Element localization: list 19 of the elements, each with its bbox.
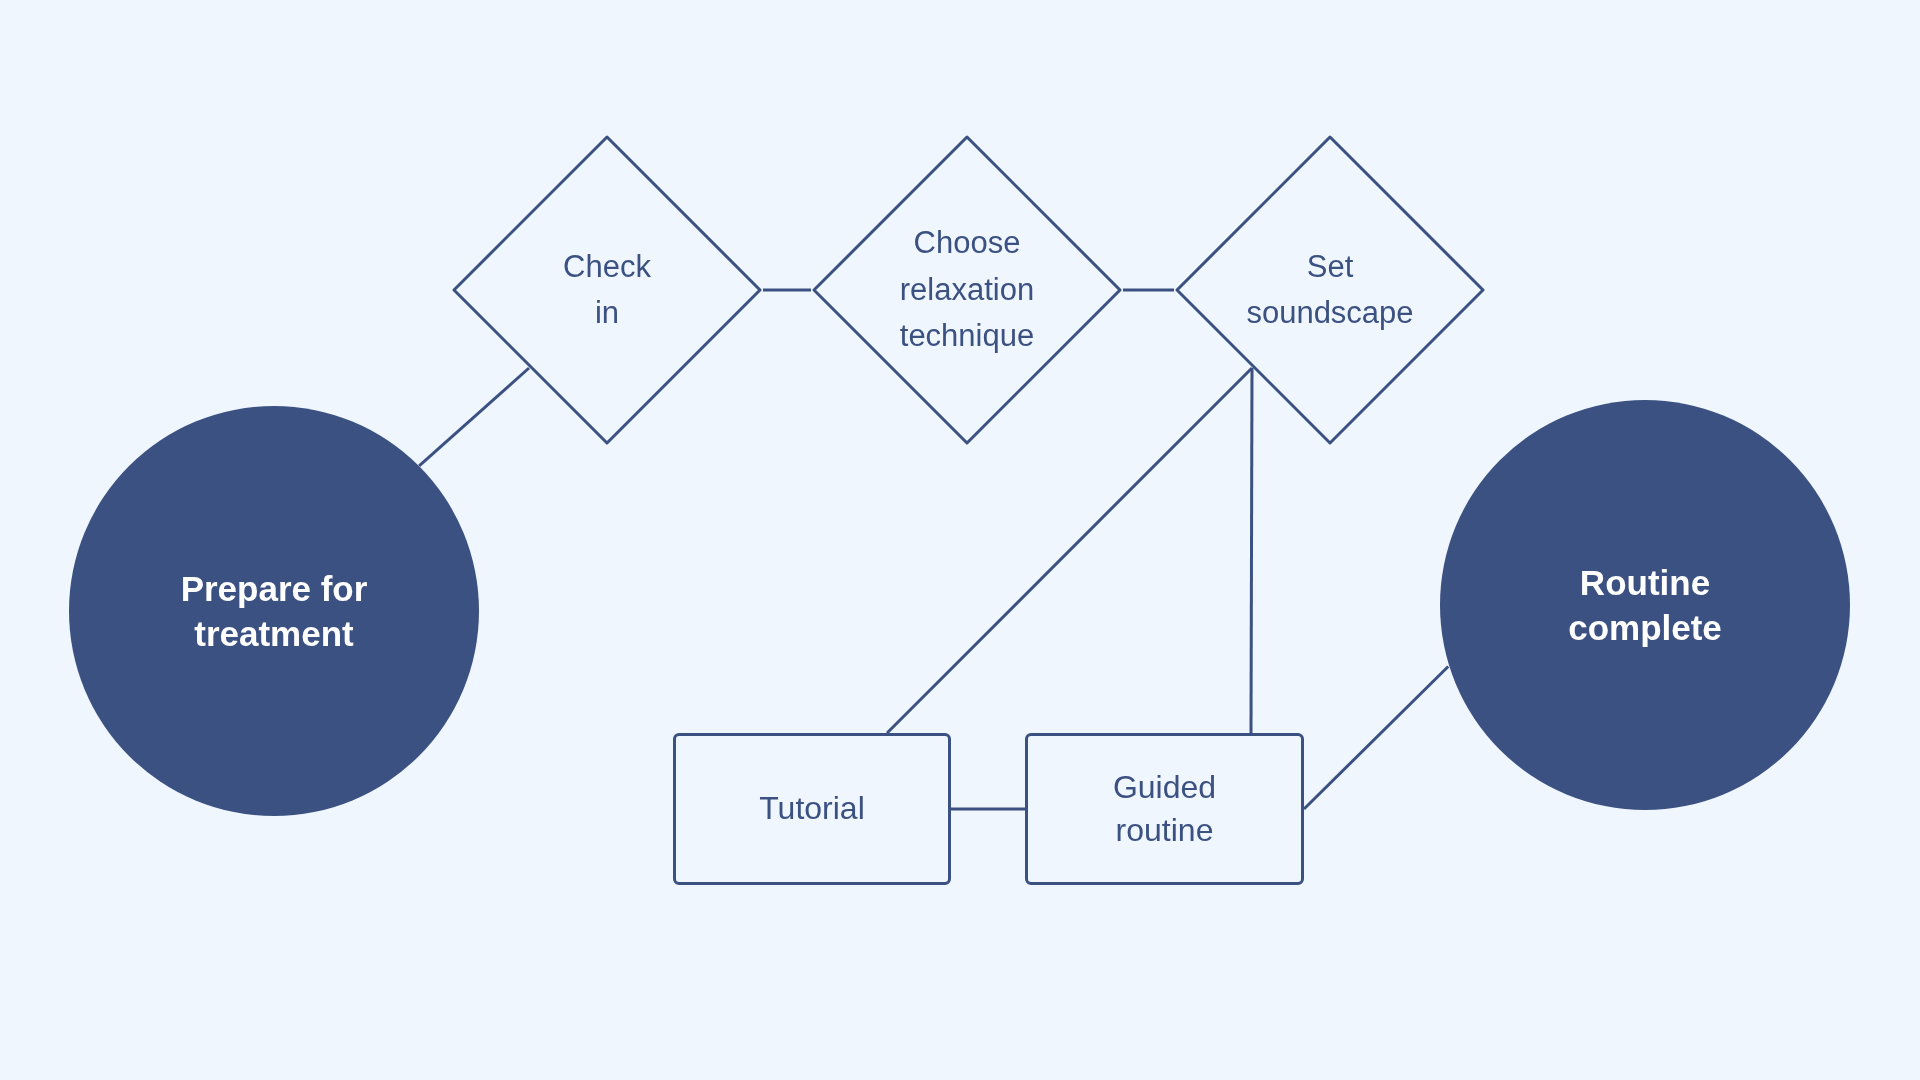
node-label: Set soundscape bbox=[1245, 247, 1415, 332]
node-label: Prepare for treatment bbox=[179, 567, 369, 655]
decision-diamond bbox=[811, 134, 1123, 446]
decision-diamond bbox=[451, 134, 763, 446]
node-label: Guided routine bbox=[1111, 767, 1218, 850]
node-label: Choose relaxation technique bbox=[898, 224, 1036, 356]
connector-line bbox=[763, 288, 811, 292]
connector-line bbox=[418, 366, 530, 467]
node-label: Tutorial bbox=[759, 789, 865, 829]
node-label: Check in bbox=[562, 247, 652, 332]
connector-line bbox=[1123, 288, 1174, 292]
connector-line bbox=[886, 366, 1254, 735]
process-box bbox=[673, 733, 951, 885]
node-label: Routine complete bbox=[1567, 561, 1723, 649]
process-box bbox=[1025, 733, 1304, 885]
connector-line bbox=[951, 807, 1025, 811]
connector-line bbox=[1249, 368, 1254, 733]
decision-diamond bbox=[1174, 134, 1486, 446]
connector-line bbox=[1302, 665, 1450, 811]
